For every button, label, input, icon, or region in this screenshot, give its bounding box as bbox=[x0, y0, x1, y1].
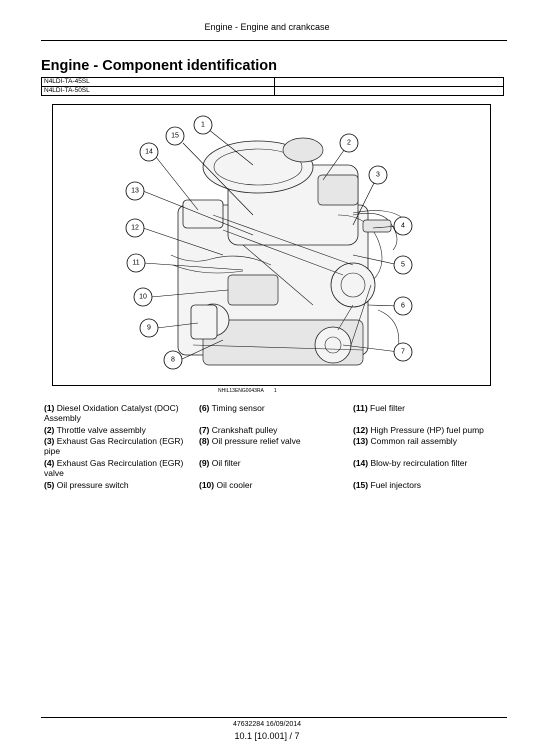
legend-number: (3) bbox=[44, 436, 55, 446]
legend-number: (1) bbox=[44, 403, 55, 413]
callout-5: 5 bbox=[393, 255, 413, 275]
empty-cell bbox=[274, 77, 504, 87]
running-header: Engine - Engine and crankcase bbox=[204, 22, 330, 32]
callout-number: 10 bbox=[139, 294, 147, 301]
callout-15: 15 bbox=[165, 126, 185, 146]
legend-item-6: (6) Timing sensor bbox=[199, 403, 349, 413]
legend-item-14: (14) Blow-by recirculation filter bbox=[353, 458, 513, 468]
table-row: N4LDI-TA-50SL bbox=[41, 86, 504, 96]
empty-cell bbox=[274, 86, 504, 96]
legend-item-11: (11) Fuel filter bbox=[353, 403, 513, 413]
callout-number: 11 bbox=[132, 260, 139, 267]
legend-item-3: (3) Exhaust Gas Recirculation (EGR) pipe bbox=[44, 436, 194, 456]
model-cell: N4LDI-TA-50SL bbox=[41, 86, 275, 96]
legend-number: (15) bbox=[353, 480, 369, 490]
legend-text: Blow-by recirculation filter bbox=[370, 458, 468, 468]
legend-number: (14) bbox=[353, 458, 369, 468]
legend-item-10: (10) Oil cooler bbox=[199, 480, 349, 490]
legend-item-9: (9) Oil filter bbox=[199, 458, 349, 468]
callout-1: 1 bbox=[193, 115, 213, 135]
callout-number: 2 bbox=[347, 140, 351, 147]
legend-text: Oil pressure switch bbox=[56, 480, 129, 490]
section-title: Engine - Component identification bbox=[41, 58, 278, 74]
engine-drawing: 1 2 3 4 5 6 7 8 9 10 11 12 13 14 15 bbox=[125, 115, 413, 370]
legend-number: (12) bbox=[353, 425, 369, 435]
callout-number: 1 bbox=[201, 122, 205, 129]
legend-text: Throttle valve assembly bbox=[56, 425, 146, 435]
callout-number: 8 bbox=[171, 357, 175, 364]
legend-text: Fuel injectors bbox=[370, 480, 422, 490]
legend-text: Crankshaft pulley bbox=[211, 425, 278, 435]
legend-text: Timing sensor bbox=[211, 403, 265, 413]
legend-item-7: (7) Crankshaft pulley bbox=[199, 425, 349, 435]
callout-12: 12 bbox=[125, 218, 145, 238]
legend-text: Oil cooler bbox=[216, 480, 253, 490]
legend-number: (9) bbox=[199, 458, 210, 468]
figure-code: NHIL13ENG0043RA bbox=[218, 388, 264, 394]
legend-item-12: (12) High Pressure (HP) fuel pump bbox=[353, 425, 513, 435]
document-reference: 47632284 16/09/2014 bbox=[232, 721, 302, 728]
footer-rule bbox=[41, 717, 507, 718]
callout-number: 6 bbox=[401, 303, 405, 310]
legend-text: Fuel filter bbox=[370, 403, 405, 413]
callout-2: 2 bbox=[339, 133, 359, 153]
engine-illustration: 1 2 3 4 5 6 7 8 9 10 11 12 13 14 15 bbox=[52, 104, 491, 386]
callout-9: 9 bbox=[139, 318, 159, 338]
legend-text: Exhaust Gas Recirculation (EGR) valve bbox=[44, 458, 184, 478]
engine-body bbox=[170, 137, 409, 366]
legend-item-8: (8) Oil pressure relief valve bbox=[199, 436, 349, 446]
figure-number: 1 bbox=[273, 388, 277, 394]
callout-number: 12 bbox=[131, 225, 139, 232]
callout-8: 8 bbox=[163, 350, 183, 370]
legend-number: (4) bbox=[44, 458, 55, 468]
legend-item-4: (4) Exhaust Gas Recirculation (EGR) valv… bbox=[44, 458, 194, 478]
callout-6: 6 bbox=[393, 296, 413, 316]
model-cell: N4LDI-TA-45SL bbox=[41, 77, 275, 87]
callout-number: 4 bbox=[401, 223, 405, 230]
callout-number: 7 bbox=[401, 349, 405, 356]
callout-number: 13 bbox=[131, 188, 139, 195]
legend-number: (6) bbox=[199, 403, 210, 413]
callout-7: 7 bbox=[393, 342, 413, 362]
page-number: 10.1 [10.001] / 7 bbox=[234, 731, 300, 741]
legend-number: (5) bbox=[44, 480, 55, 490]
figure-caption: NHIL13ENG0043RA 1 bbox=[218, 388, 277, 394]
legend-item-1: (1) Diesel Oxidation Catalyst (DOC) Asse… bbox=[44, 403, 194, 423]
legend-number: (11) bbox=[353, 403, 368, 413]
callout-10: 10 bbox=[133, 287, 153, 307]
callout-number: 9 bbox=[147, 325, 151, 332]
legend-text: High Pressure (HP) fuel pump bbox=[370, 425, 484, 435]
legend-number: (13) bbox=[353, 436, 369, 446]
callout-4: 4 bbox=[393, 216, 413, 236]
legend-item-15: (15) Fuel injectors bbox=[353, 480, 513, 490]
legend-number: (7) bbox=[199, 425, 210, 435]
callout-number: 14 bbox=[145, 149, 153, 156]
table-row: N4LDI-TA-45SL bbox=[41, 77, 504, 87]
legend-item-2: (2) Throttle valve assembly bbox=[44, 425, 194, 435]
callout-14: 14 bbox=[139, 142, 159, 162]
legend-item-5: (5) Oil pressure switch bbox=[44, 480, 194, 490]
legend-number: (8) bbox=[199, 436, 210, 446]
callout-13: 13 bbox=[125, 181, 145, 201]
legend-item-13: (13) Common rail assembly bbox=[353, 436, 513, 446]
callout-number: 3 bbox=[376, 172, 380, 179]
callout-number: 15 bbox=[171, 133, 179, 140]
model-applicability-table: N4LDI-TA-45SL N4LDI-TA-50SL bbox=[41, 77, 504, 96]
legend-number: (2) bbox=[44, 425, 55, 435]
legend-number: (10) bbox=[199, 480, 215, 490]
callout-3: 3 bbox=[368, 165, 388, 185]
header-rule bbox=[41, 40, 507, 41]
legend-text: Exhaust Gas Recirculation (EGR) pipe bbox=[44, 436, 184, 456]
callout-11: 11 bbox=[126, 253, 146, 273]
legend-text: Oil pressure relief valve bbox=[211, 436, 301, 446]
legend-text: Oil filter bbox=[211, 458, 241, 468]
callout-number: 5 bbox=[401, 262, 405, 269]
legend-text: Common rail assembly bbox=[370, 436, 457, 446]
legend-text: Diesel Oxidation Catalyst (DOC) Assembly bbox=[44, 403, 179, 423]
